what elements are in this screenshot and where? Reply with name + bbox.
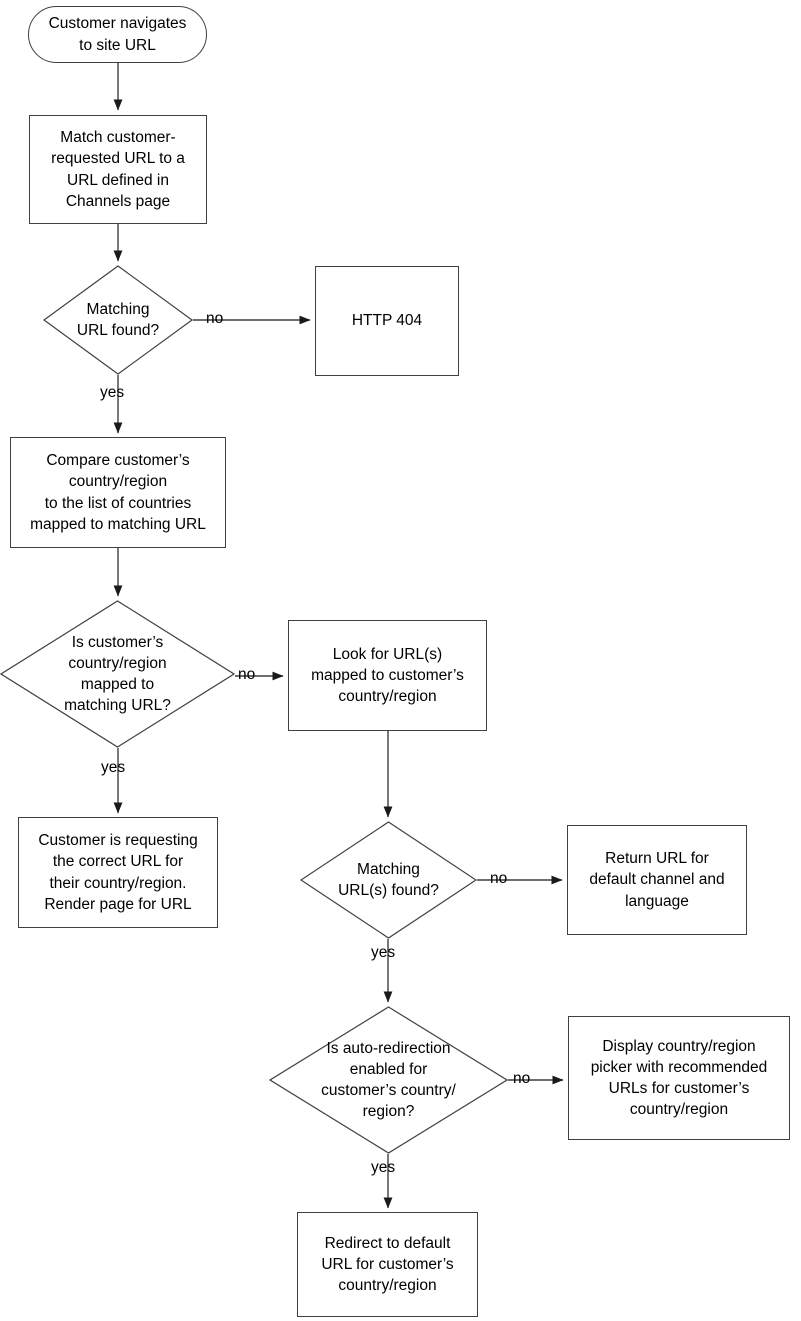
node-correct-url[interactable]: Customer is requesting the correct URL f… <box>18 817 218 928</box>
diamond-shape-icon <box>269 1006 508 1154</box>
node-auto-redirect[interactable]: Is auto-redirection enabled for customer… <box>269 1006 508 1154</box>
node-match-url-label: Match customer- requested URL to a URL d… <box>51 129 185 210</box>
node-redirect-default-label: Redirect to default URL for customer’s c… <box>321 1234 454 1295</box>
node-compare-country-label: Compare customer’s country/region to the… <box>30 452 206 533</box>
node-country-mapped[interactable]: Is customer’s country/region mapped to m… <box>0 600 235 748</box>
diamond-shape-icon <box>0 600 235 748</box>
node-look-for-urls[interactable]: Look for URL(s) mapped to customer’s cou… <box>288 620 487 731</box>
node-country-mapped-label: Is customer’s country/region mapped to m… <box>64 633 171 715</box>
node-correct-url-label: Customer is requesting the correct URL f… <box>38 832 198 913</box>
edge-label-matching-urls-no: no <box>490 870 508 887</box>
node-display-picker-label: Display country/region picker with recom… <box>590 1037 768 1119</box>
edge-label-matching-urls-yes: yes <box>371 944 396 961</box>
diamond-shape-icon <box>300 821 477 939</box>
node-http-404-label: HTTP 404 <box>351 312 423 330</box>
edge-label-matching-url-no: no <box>206 310 224 327</box>
node-auto-redirect-label: Is auto-redirection enabled for customer… <box>321 1039 456 1121</box>
edge-label-country-mapped-no: no <box>238 666 256 683</box>
node-start[interactable]: Customer navigates to site URL <box>28 6 207 63</box>
edge-label-matching-url-yes: yes <box>100 384 125 401</box>
edge-label-country-mapped-yes: yes <box>101 759 126 776</box>
node-look-for-urls-label: Look for URL(s) mapped to customer’s cou… <box>311 645 464 706</box>
node-match-url[interactable]: Match customer- requested URL to a URL d… <box>29 115 207 224</box>
node-compare-country[interactable]: Compare customer’s country/region to the… <box>10 437 226 548</box>
node-http-404[interactable]: HTTP 404 <box>315 266 459 376</box>
diamond-shape-icon <box>43 265 193 375</box>
node-matching-urls-found-label: Matching URL(s) found? <box>338 860 439 899</box>
node-matching-url-found[interactable]: Matching URL found? <box>43 265 193 375</box>
node-return-default-label: Return URL for default channel and langu… <box>589 850 725 910</box>
node-display-picker[interactable]: Display country/region picker with recom… <box>568 1016 790 1140</box>
node-matching-url-found-label: Matching URL found? <box>76 300 160 339</box>
edge-label-auto-redirect-no: no <box>513 1070 531 1087</box>
node-redirect-default[interactable]: Redirect to default URL for customer’s c… <box>297 1212 478 1317</box>
node-return-default[interactable]: Return URL for default channel and langu… <box>567 825 747 935</box>
edge-label-auto-redirect-yes: yes <box>371 1159 396 1176</box>
node-start-label: Customer navigates to site URL <box>48 15 187 54</box>
node-matching-urls-found[interactable]: Matching URL(s) found? <box>300 821 477 939</box>
